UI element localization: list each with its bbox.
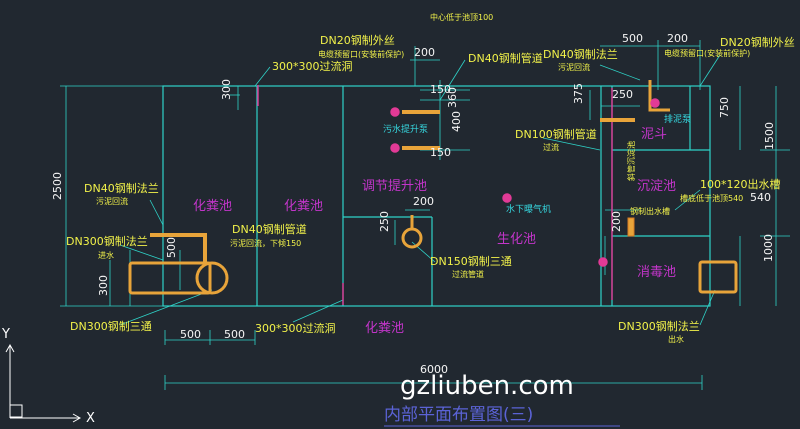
axis-x-label: X bbox=[86, 411, 95, 426]
label-sludge-return: 污泥回流 bbox=[96, 196, 128, 206]
dim-150-b: 150 bbox=[430, 146, 451, 159]
label-drain-channel: 钢制出水槽 bbox=[630, 206, 670, 216]
valve-fitting-icon bbox=[598, 257, 608, 267]
label-drain-pump: 排泥泵 bbox=[664, 113, 691, 125]
dim-500-b2: 500 bbox=[224, 328, 245, 341]
dn150-tee bbox=[401, 227, 423, 249]
dim-400: 400 bbox=[450, 111, 463, 132]
drain-fitting-icon bbox=[650, 98, 660, 108]
label-dn300-flange: DN300钢制法兰 bbox=[66, 234, 148, 248]
dim-250-tr: 250 bbox=[612, 88, 633, 101]
label-pass-pipe: 过流管道 bbox=[452, 269, 484, 279]
label-dn20-right-note: 电缆预留口(安装前保护) bbox=[664, 48, 750, 58]
passage-marks bbox=[257, 85, 613, 305]
label-dn300-outlet-flange: DN300钢制法兰 bbox=[618, 319, 700, 333]
room-funnel: 泥斗 bbox=[641, 127, 667, 142]
label-dn20-left: DN20钢制外丝 bbox=[320, 34, 395, 47]
label-inlet: 进水 bbox=[98, 250, 114, 260]
label-passage-300: 300*300过流洞 bbox=[272, 59, 353, 73]
ucs-axis-icon bbox=[5, 343, 82, 423]
pump-fitting-icon bbox=[390, 143, 400, 153]
label-center-pipe: 中心低于池顶100 bbox=[430, 12, 493, 22]
room-regulating: 调节提升池 bbox=[362, 178, 427, 194]
dim-540: 540 bbox=[750, 191, 771, 204]
dim-300-bl: 300 bbox=[97, 275, 110, 296]
outer-wall bbox=[162, 85, 711, 307]
pump-fitting-icon bbox=[390, 107, 400, 117]
label-weir: 100*120出水槽 bbox=[700, 177, 781, 191]
tank-walls bbox=[162, 85, 711, 307]
dim-200-tr: 200 bbox=[667, 32, 688, 45]
drain-pipe bbox=[648, 80, 670, 112]
pipes bbox=[128, 80, 738, 295]
room-disinfection: 消毒池 bbox=[637, 265, 676, 280]
dim-500-b1: 500 bbox=[180, 328, 201, 341]
label-sewage-pump: 污水提升泵 bbox=[383, 123, 428, 135]
sludge-return-pipe bbox=[150, 233, 207, 265]
label-dn40-pipe-note: 污泥回流，下倾150 bbox=[230, 238, 301, 248]
tee-fitting bbox=[195, 261, 229, 295]
fittings bbox=[390, 98, 660, 267]
dim-300-top: 300 bbox=[220, 79, 233, 100]
dim-2500: 2500 bbox=[51, 172, 64, 200]
label-dn20-right: DN20钢制外丝 bbox=[720, 36, 795, 49]
dim-200-r: 200 bbox=[610, 211, 623, 232]
axis-y-label: Y bbox=[1, 327, 10, 342]
dim-500-tr: 500 bbox=[622, 32, 643, 45]
label-dn40-flange: DN40钢制法兰 bbox=[84, 181, 159, 195]
dim-150-a: 150 bbox=[430, 83, 451, 96]
label-inclined: 斜管沉淀池 bbox=[626, 141, 636, 181]
room-biochem: 生化池 bbox=[497, 232, 536, 247]
dim-6000: 6000 bbox=[420, 363, 448, 376]
room-septic-2: 化粪池 bbox=[284, 199, 323, 214]
dim-1500: 1500 bbox=[763, 122, 776, 150]
room-septic-1: 化粪池 bbox=[193, 199, 232, 214]
label-dn20-left-note: 电缆预留口(安装前保护) bbox=[318, 49, 404, 59]
label-aerator: 水下曝气机 bbox=[506, 203, 551, 215]
label-passage-bottom: 300*300过流洞 bbox=[255, 321, 336, 335]
dim-750: 750 bbox=[718, 97, 731, 118]
watermark: gzliuben.com bbox=[400, 371, 574, 401]
outlet-pipe bbox=[698, 260, 738, 294]
dim-360: 360 bbox=[446, 87, 459, 108]
room-septic-bottom: 化粪池 bbox=[365, 321, 404, 336]
label-overflow: 过流 bbox=[543, 142, 559, 152]
label-dn40-pipe: DN40钢制管道 bbox=[232, 222, 307, 236]
dim-1000: 1000 bbox=[762, 234, 775, 262]
label-dn40-right: DN40钢制法兰 bbox=[543, 47, 618, 61]
label-dn40-mid: DN40钢制管道 bbox=[468, 51, 543, 65]
label-sludge-return-top: 污泥回流 bbox=[558, 62, 590, 72]
dim-250-mid: 250 bbox=[378, 211, 391, 232]
inlet-pipe bbox=[128, 261, 212, 295]
label-dn150-tee: DN150钢制三通 bbox=[430, 255, 512, 268]
label-outlet: 出水 bbox=[668, 334, 684, 344]
dim-375: 375 bbox=[572, 83, 585, 104]
drawing-title: 内部平面布置图(三) bbox=[384, 405, 533, 425]
room-sedimentation: 沉淀池 bbox=[637, 179, 676, 194]
dim-200-top: 200 bbox=[414, 46, 435, 59]
dim-200-mid: 200 bbox=[413, 195, 434, 208]
aerator-fitting-icon bbox=[502, 193, 512, 203]
label-dn300-tee: DN300钢制三通 bbox=[70, 320, 152, 333]
dim-500-vl: 500 bbox=[165, 237, 178, 258]
label-dn100: DN100钢制管道 bbox=[515, 127, 597, 141]
weir-box bbox=[627, 217, 635, 237]
label-weir-note: 槽底低于池顶540 bbox=[680, 193, 743, 203]
dimension-texts: 2500 300 300 500 500 500 200 150 360 400… bbox=[51, 32, 776, 376]
